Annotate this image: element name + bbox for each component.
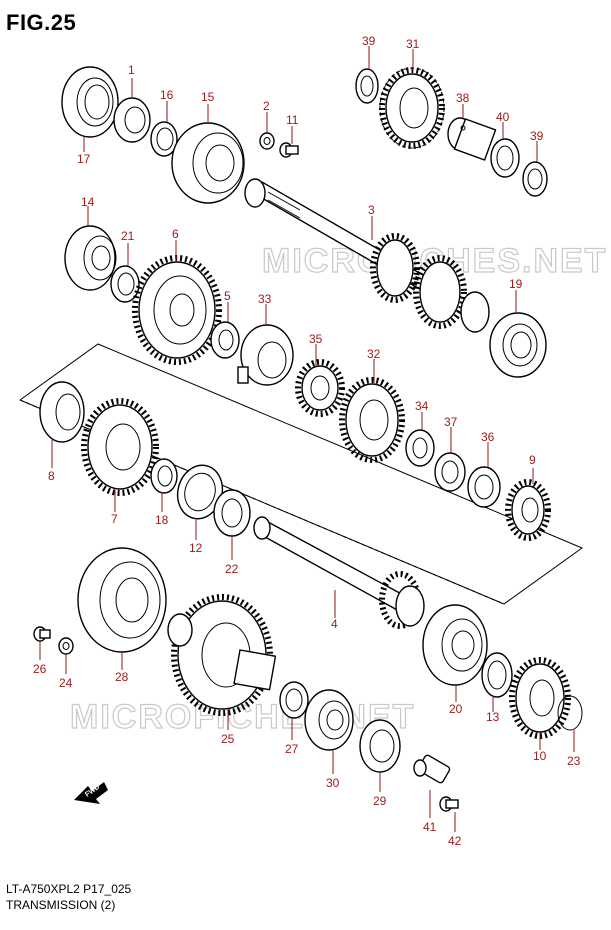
part-28-bearing[interactable]	[77, 547, 167, 653]
part-26-bolt[interactable]	[33, 626, 51, 642]
part-35-gear[interactable]	[295, 359, 345, 417]
part-20-bearing[interactable]	[422, 604, 488, 686]
callout-3[interactable]: 3	[368, 203, 375, 217]
part-8-gear[interactable]	[39, 381, 85, 443]
callout-1[interactable]: 1	[128, 63, 135, 77]
callout-27[interactable]: 27	[285, 742, 299, 756]
part-32-gear[interactable]	[339, 377, 405, 463]
callout-15[interactable]: 15	[201, 90, 215, 104]
callout-42[interactable]: 42	[448, 834, 462, 848]
part-11-bolt[interactable]	[279, 142, 299, 158]
callout-35[interactable]: 35	[309, 332, 323, 346]
part-14-bearing[interactable]	[64, 225, 117, 291]
callout-37[interactable]: 37	[444, 415, 458, 429]
part-23-circlip[interactable]	[557, 695, 583, 731]
callout-16[interactable]: 16	[160, 88, 174, 102]
callout-17[interactable]: 17	[77, 152, 91, 166]
part-7-gear[interactable]	[81, 398, 159, 496]
part-38-bushing[interactable]	[447, 117, 497, 161]
callout-12[interactable]: 12	[189, 541, 203, 555]
callout-9[interactable]: 9	[529, 453, 536, 467]
callout-8[interactable]: 8	[48, 469, 55, 483]
callout-7[interactable]: 7	[111, 512, 118, 526]
callout-layer: 1 2 3 4 5 6 7 8 9 10 11 12 13 14 15 16 1…	[33, 34, 581, 848]
callout-6[interactable]: 6	[172, 227, 179, 241]
callout-23[interactable]: 23	[567, 754, 581, 768]
part-42-bolt[interactable]	[439, 796, 459, 812]
callout-11[interactable]: 11	[286, 113, 299, 127]
part-22-washer[interactable]	[213, 489, 251, 537]
part-16-washer[interactable]	[150, 121, 178, 157]
part-18-bushing[interactable]	[150, 458, 178, 494]
part-2-washer[interactable]	[259, 132, 275, 150]
callout-39-right[interactable]: 39	[530, 129, 544, 143]
figure-title: FIG.25	[6, 10, 77, 35]
part-37-washer[interactable]	[434, 452, 466, 492]
part-21-washer[interactable]	[110, 265, 140, 303]
part-33-shifter[interactable]	[237, 324, 294, 386]
part-10-gear[interactable]	[509, 657, 571, 739]
callout-41[interactable]: 41	[423, 820, 437, 834]
callout-13[interactable]: 13	[486, 710, 500, 724]
callout-24[interactable]: 24	[59, 676, 73, 690]
part-9-gear[interactable]	[505, 479, 551, 541]
callout-21[interactable]: 21	[121, 229, 135, 243]
part-15-bearing[interactable]	[171, 122, 245, 204]
callout-20[interactable]: 20	[449, 702, 463, 716]
callout-29[interactable]: 29	[373, 794, 387, 808]
part-1-bearing[interactable]	[113, 97, 151, 143]
callout-18[interactable]: 18	[155, 513, 169, 527]
part-13-washer[interactable]	[481, 652, 513, 698]
part-34-bushing[interactable]	[405, 429, 435, 467]
part-17-oil-seal[interactable]	[61, 66, 119, 138]
callout-26[interactable]: 26	[33, 662, 47, 676]
callout-22[interactable]: 22	[225, 562, 239, 576]
callout-40[interactable]: 40	[496, 110, 510, 124]
callout-14[interactable]: 14	[81, 195, 95, 209]
model-code: LT-A750XPL2 P17_025	[6, 882, 132, 896]
part-3-shaft[interactable]	[244, 178, 490, 333]
part-4-shaft[interactable]	[253, 516, 425, 629]
figure-description: TRANSMISSION (2)	[6, 898, 116, 912]
callout-28[interactable]: 28	[115, 670, 129, 684]
callout-31[interactable]: 31	[406, 37, 420, 51]
part-24-washer[interactable]	[58, 637, 74, 655]
part-31-gear[interactable]	[379, 67, 445, 149]
callout-10[interactable]: 10	[533, 749, 547, 763]
callout-2[interactable]: 2	[263, 99, 270, 113]
callout-25[interactable]: 25	[221, 732, 235, 746]
callout-30[interactable]: 30	[326, 776, 340, 790]
part-36-washer[interactable]	[467, 466, 501, 508]
part-39-washer-top[interactable]	[355, 68, 379, 104]
callout-34[interactable]: 34	[415, 399, 429, 413]
callout-32[interactable]: 32	[367, 347, 381, 361]
part-41-sensor[interactable]	[413, 754, 451, 784]
part-27-washer[interactable]	[279, 681, 309, 719]
callout-33[interactable]: 33	[258, 292, 272, 306]
part-19-bearing[interactable]	[489, 312, 547, 378]
part-40-needle-bearing[interactable]	[490, 138, 520, 178]
callout-19[interactable]: 19	[509, 277, 523, 291]
callout-36[interactable]: 36	[481, 430, 495, 444]
callout-38[interactable]: 38	[456, 91, 470, 105]
fwd-arrow-icon: FWD	[74, 782, 108, 804]
part-5-bushing[interactable]	[210, 321, 240, 359]
part-6-gear[interactable]	[132, 255, 222, 365]
part-29-oil-seal[interactable]	[359, 719, 401, 773]
callout-39-top[interactable]: 39	[362, 34, 376, 48]
part-25-gear[interactable]	[167, 594, 277, 716]
callout-5[interactable]: 5	[224, 289, 231, 303]
part-39-washer-bottom[interactable]	[522, 161, 548, 197]
part-30-bearing[interactable]	[304, 689, 354, 751]
callout-4[interactable]: 4	[331, 617, 338, 631]
